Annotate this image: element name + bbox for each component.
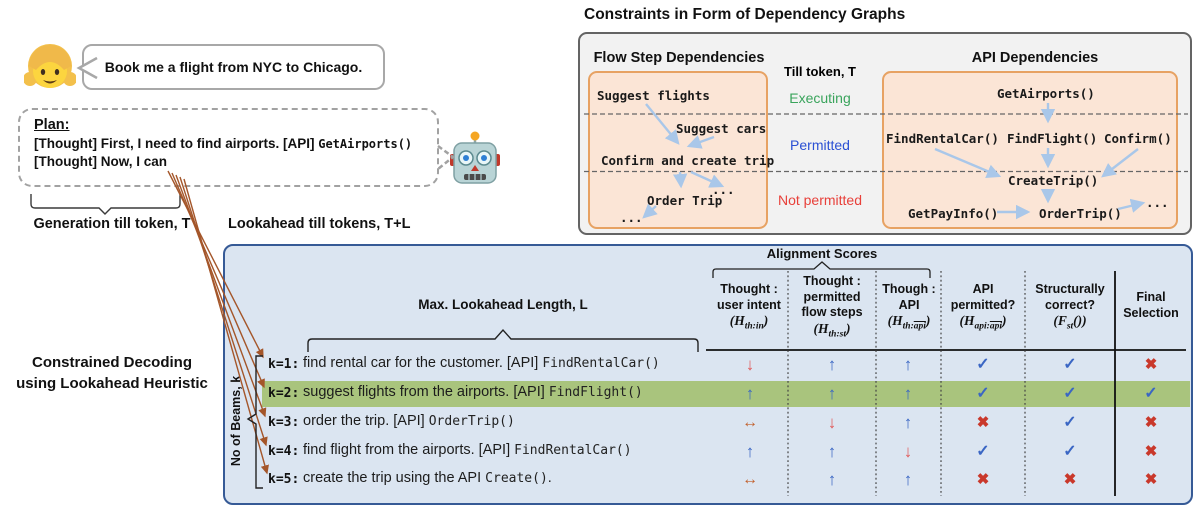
- executing-label: Executing: [789, 90, 851, 106]
- plan-title: Plan:: [34, 117, 70, 133]
- not-permitted-label: Not permitted: [777, 192, 863, 208]
- flow-node-suggest-flights: Suggest flights: [597, 88, 710, 103]
- score-cell: ✓: [1063, 414, 1077, 431]
- robot-emoji: [450, 130, 500, 191]
- plan-box: Plan: [Thought] First, I need to find ai…: [18, 108, 439, 187]
- api-dependencies-title: API Dependencies: [971, 50, 1099, 66]
- score-cell: ✓: [1063, 385, 1077, 402]
- selected-beam-highlight: [262, 381, 1190, 407]
- girl-emoji: [23, 42, 77, 99]
- flow-node-suggest-cars: Suggest cars: [676, 121, 767, 136]
- score-cell: ↑: [827, 470, 837, 489]
- plan-line-1-code: GetAirports(): [318, 137, 413, 151]
- alignment-scores-label: Alignment Scores: [766, 246, 878, 261]
- api-node-get-airports: GetAirports(): [997, 86, 1095, 101]
- till-token-label: Till token, T: [784, 64, 856, 79]
- score-cell: ✖: [1144, 356, 1158, 373]
- score-cell: ↔: [742, 471, 758, 488]
- user-message-bubble: Book me a flight from NYC to Chicago.: [82, 44, 385, 90]
- plan-line-1: [Thought] First, I need to find airports…: [34, 136, 413, 151]
- score-cell: ✓: [976, 443, 990, 460]
- api-node-dots: ...: [1146, 195, 1169, 210]
- score-cell: ↓: [745, 355, 755, 374]
- col-header-final-selection: Final Selection: [1123, 290, 1179, 320]
- score-cell: ↔: [742, 414, 758, 431]
- flow-node-dots-bottom: ...: [620, 210, 643, 225]
- no-of-beams-label: No of Beams, k: [229, 375, 243, 467]
- flow-dependencies-title: Flow Step Dependencies: [593, 50, 765, 66]
- constrained-decoding-label: Constrained Decoding using Lookahead Heu…: [16, 354, 208, 392]
- score-cell: ↑: [827, 442, 837, 461]
- score-cell: ↑: [745, 442, 755, 461]
- max-lookahead-label: Max. Lookahead Length, L: [418, 297, 588, 312]
- lookahead-decoding-panel: [223, 244, 1193, 505]
- score-cell: ✖: [976, 414, 990, 431]
- score-cell: ✖: [976, 471, 990, 488]
- api-node-order-trip: OrderTrip(): [1039, 206, 1122, 221]
- api-node-find-flight: FindFlight(): [1007, 131, 1098, 146]
- score-cell: ✓: [1144, 385, 1158, 402]
- col-header-though-api: Though : API (Hth:api): [882, 282, 936, 332]
- generation-brace: [30, 194, 181, 215]
- flow-node-order-trip: Order Trip: [647, 193, 723, 208]
- flow-node-confirm-create: Confirm and create trip: [601, 153, 775, 168]
- score-cell: ✖: [1144, 414, 1158, 431]
- generation-till-token-label: Generation till token, T: [33, 216, 191, 232]
- api-node-get-pay-info: GetPayInfo(): [908, 206, 999, 221]
- constraints-title: Constraints in Form of Dependency Graphs: [584, 6, 906, 23]
- score-cell: ↑: [903, 355, 913, 374]
- col-header-thought-flow-steps: Thought : permitted flow steps (Hth:st): [801, 274, 863, 340]
- score-cell: ↑: [903, 470, 913, 489]
- score-cell: ↑: [903, 413, 913, 432]
- plan-line-2: [Thought] Now, I can: [34, 154, 167, 169]
- score-cell: ↑: [903, 384, 913, 403]
- col-header-api-permitted: API permitted? (Hapi:api): [950, 282, 1016, 332]
- flow-dependencies-panel: [588, 71, 768, 229]
- score-cell: ↑: [745, 384, 755, 403]
- permitted-label: Permitted: [790, 137, 850, 153]
- score-cell: ↑: [827, 355, 837, 374]
- score-cell: ✓: [1063, 443, 1077, 460]
- api-node-create-trip: CreateTrip(): [1008, 173, 1099, 188]
- score-cell: ✓: [976, 356, 990, 373]
- user-message-text: Book me a flight from NYC to Chicago.: [104, 59, 363, 75]
- api-node-find-rental-car: FindRentalCar(): [886, 131, 999, 146]
- api-node-confirm: Confirm(): [1104, 131, 1172, 146]
- col-header-structurally-correct: Structurally correct? (Fst()): [1035, 282, 1105, 332]
- score-cell: ↓: [903, 442, 913, 461]
- lookahead-till-tokens-label: Lookahead till tokens, T+L: [228, 216, 411, 232]
- score-cell: ✖: [1144, 471, 1158, 488]
- col-header-thought-user-intent: Thought : user intent (Hth:in): [717, 282, 781, 332]
- score-cell: ✓: [1063, 356, 1077, 373]
- score-cell: ↓: [827, 413, 837, 432]
- score-cell: ✖: [1144, 443, 1158, 460]
- score-cell: ↑: [827, 384, 837, 403]
- flow-node-dots-mid: ...: [712, 182, 735, 197]
- score-cell: ✓: [976, 385, 990, 402]
- score-cell: ✖: [1063, 471, 1077, 488]
